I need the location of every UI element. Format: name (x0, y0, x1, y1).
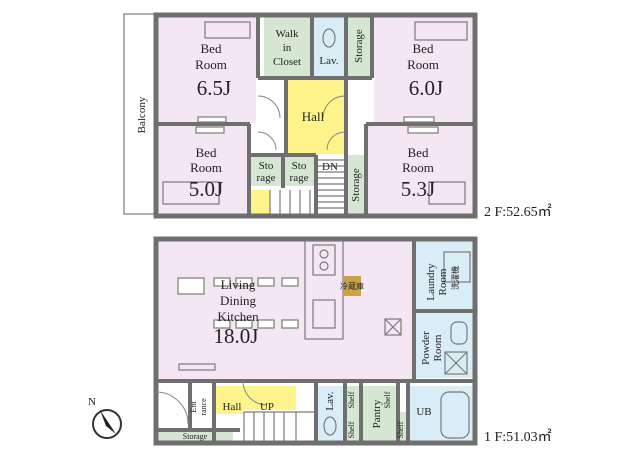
walk-in-closet-fill (264, 17, 311, 77)
storage-right-label: Storage (350, 168, 362, 202)
lav-1f-fill (318, 386, 344, 441)
hall-2f-fill (288, 80, 345, 154)
first-floor-inner-walls (156, 239, 475, 443)
bedroom-3-fill (158, 126, 248, 214)
ldk-label-3: Kitchen (217, 309, 259, 324)
storage-b-fill (284, 156, 315, 186)
storage-a-fill (250, 156, 283, 186)
stair-landing-fill (250, 190, 270, 214)
stairs-down-label: DN (322, 161, 338, 173)
second-floor-inner-walls (156, 15, 475, 216)
tv-board (178, 363, 216, 371)
stairs-2f (269, 159, 345, 214)
first-floor-area: 1 F:51.03㎡ (484, 429, 552, 445)
washer-label: 洗濯機 (450, 266, 460, 290)
bed-icon (414, 21, 468, 41)
entrance-label-2: rance (199, 398, 208, 416)
bed-icon (162, 181, 220, 205)
bedroom-2-size: 6.0J (409, 76, 443, 100)
shelf-label-4: Shelf (396, 421, 405, 438)
bedroom-4-label-1: Bed (408, 145, 429, 160)
shelf-label-2: Shelf (347, 421, 356, 438)
ldk-fill (158, 241, 413, 379)
bedroom-1-size: 6.5J (197, 76, 231, 100)
storage-1f-label: Storage (183, 432, 208, 441)
stairs-1f (243, 411, 316, 441)
bedroom-2-fill (374, 17, 473, 123)
storage-b-label-1: Sto (292, 160, 307, 172)
washing-machine-icon (443, 251, 471, 283)
bedroom-4-fill (367, 126, 473, 214)
bedroom-1-label-2: Room (195, 57, 227, 72)
toilet-icon (322, 28, 336, 48)
bedroom-1-label-1: Bed (201, 41, 222, 56)
ldk-label-1: Living (221, 277, 256, 292)
storage-right-fill (347, 155, 365, 214)
bed-icon (204, 21, 251, 39)
walk-in-closet-label-2: in (283, 42, 292, 54)
walk-in-closet-label-1: Walk (276, 28, 299, 40)
shelf-label-3: Shelf (383, 391, 392, 408)
bedroom-2-label-1: Bed (413, 41, 434, 56)
sink-icon (312, 299, 336, 329)
pantry-label: Pantry (371, 399, 383, 428)
storage-1f-fill (158, 431, 233, 441)
lav-1f-label: Lav. (324, 391, 336, 410)
second-floor-plan: Bed Room 6.5J Bed Room 6.0J Bed Room 5.0… (123, 12, 552, 220)
first-floor-plan: 冷蔵庫 Living Dining (153, 236, 552, 446)
compass-north-label: N (88, 396, 96, 408)
laundry-label-2: Room (437, 268, 449, 295)
bed-icon (428, 181, 466, 205)
shelf-label-1: Shelf (347, 391, 356, 408)
bedroom-2-label-2: Room (407, 57, 439, 72)
compass: N (88, 396, 122, 439)
storage-a-label-1: Sto (259, 160, 274, 172)
washbasin-icon (450, 321, 468, 345)
entrance-label-1: Ent (189, 401, 198, 413)
hall-1f-label: Hall (223, 401, 242, 413)
powder-label-1: Powder (420, 331, 432, 365)
burner-icon (319, 261, 329, 271)
shelf-fill (346, 386, 360, 441)
closet-rods (195, 116, 439, 134)
bathtub-icon (440, 391, 470, 439)
door-swings-2f (257, 95, 346, 151)
storage-top-fill (347, 17, 371, 77)
bedroom-1-fill (158, 17, 256, 123)
dining-table (177, 277, 299, 329)
burner-icon (319, 249, 329, 259)
lav-2f-label: Lav. (319, 55, 338, 67)
second-floor-area: 2 F:52.65㎡ (484, 204, 552, 220)
ldk-size: 18.0J (214, 324, 259, 348)
stair-hall-fill (244, 386, 296, 410)
column-marker (384, 318, 402, 336)
walk-in-closet-label-3: Closet (273, 56, 301, 68)
hall-1f-fill (216, 386, 244, 414)
ub-label: UB (416, 406, 431, 418)
bedroom-3-size: 5.0J (189, 177, 223, 201)
storage-top-label: Storage (353, 29, 365, 63)
storage-a-label-2: rage (257, 172, 276, 184)
bedroom-4-label-2: Room (402, 160, 434, 175)
bedroom-3-label-2: Room (190, 160, 222, 175)
balcony-label: Balcony (136, 96, 148, 133)
shelf-fill-2 (396, 412, 407, 441)
fridge-icon (343, 276, 361, 296)
floor-vent-icon (444, 351, 468, 375)
stove-icon (312, 244, 336, 276)
bedroom-3-label-1: Bed (196, 145, 217, 160)
pantry-fill (362, 386, 397, 441)
bedroom-4-size: 5.3J (401, 177, 435, 201)
storage-b-label-2: rage (290, 172, 309, 184)
laundry-label-1: Laundry (425, 263, 437, 301)
toilet-icon (323, 416, 337, 436)
fridge-label: 冷蔵庫 (340, 281, 364, 291)
stairs-up-label: UP (260, 401, 274, 413)
hall-2f-label: Hall (302, 109, 325, 124)
north-arrow-icon (100, 410, 116, 434)
door-swings-1f (155, 380, 268, 425)
powder-label-2: Room (432, 334, 444, 361)
ldk-label-2: Dining (220, 293, 257, 308)
